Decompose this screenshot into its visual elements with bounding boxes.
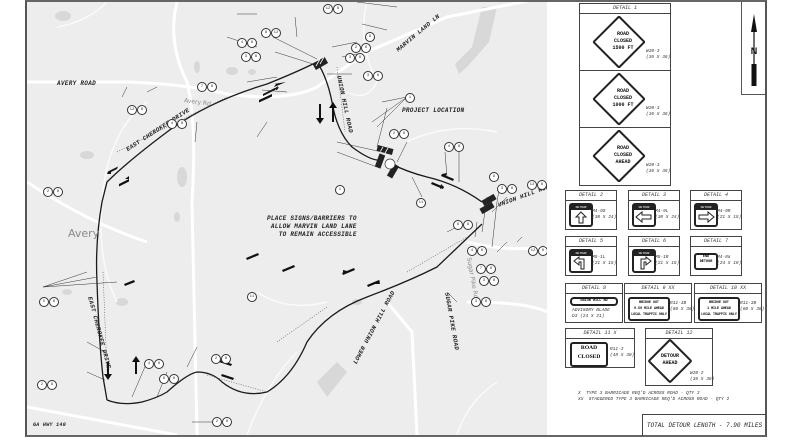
street-name-blade-sign: UNION HILL RD [570,297,618,306]
detail-3: DETAIL 3 DETOUR M4-9L(30 X 24) [628,190,680,230]
sign-tag: 1 [405,93,415,103]
sign-tag: 9 [365,32,375,42]
detour-left-arrow-sign: DETOUR [632,203,656,227]
detail-2: DETAIL 2 DETOUR M4-9S(30 X 24) [565,190,617,230]
barricade-notes: X TYPE 3 BARRICADE REQ'D ACROSS ROAD - Q… [578,391,730,402]
bridge-out-sign: BRIDGE OUT 0.50 MILE AHEAD LOCAL TRAFFIC… [628,297,670,321]
arrow-up-icon [574,211,588,224]
detour-turn-left-sign: DETOUR [569,249,593,273]
detail-12: DETAIL 12 DETOUR AHEAD W20-2(36 X 36) [645,328,714,386]
detail-4: DETAIL 4 DETOUR M4-9R(21 X 15) [690,190,742,230]
turn-left-arrow-icon [573,255,585,270]
detail-title: DETAIL 1 [580,4,670,14]
map-graphics [27,2,547,435]
turn-right-arrow-icon [640,255,652,270]
sign-tag: 11 [247,292,257,302]
sign-tag: 1 [335,185,345,195]
sheet-frame [25,0,767,437]
total-detour-length: TOTAL DETOUR LENGTH - 7.90 MILES [642,414,766,436]
bridge-out-sign: BRIDGE OUT 1 MILE AHEAD LOCAL TRAFFIC ON… [698,297,740,321]
north-arrow: N [741,2,766,95]
north-arrow-icon: N [751,14,758,86]
svg-text:N: N [751,46,758,56]
detail-5: DETAIL 5 DETOUR M5-1L(21 X 15) [565,236,617,276]
detour-right-arrow-sign: DETOUR [694,203,718,227]
sign-tag: 11 [416,198,426,208]
detail-10: DETAIL 10 XX BRIDGE OUT 1 MILE AHEAD LOC… [694,283,764,323]
detail-7: DETAIL 7 END DETOUR M4-8a(24 X 18) [690,236,742,276]
place-label-avery: Avery [68,227,100,240]
end-detour-sign: END DETOUR [694,253,718,270]
detail-11: DETAIL 11 X ROAD CLOSED R11-2(48 X 30) [565,328,635,368]
arrow-left-icon [635,210,652,224]
detail-9: DETAIL 9 XX BRIDGE OUT 0.50 MILE AHEAD L… [624,283,694,323]
road-closed-sign: ROAD CLOSED [570,342,608,367]
place-signs-callout: PLACE SIGNS/BARRIERS TO ALLOW MARVIN LAN… [267,215,357,238]
arrow-right-icon [698,210,715,224]
detour-map: AVERY ROAD EAST CHEROKEE DRIVE EAST CHER… [27,2,547,435]
detour-up-arrow-sign: DETOUR [569,203,593,227]
road-label-avery-road: AVERY ROAD [57,80,97,87]
detail-6: DETAIL 6 DETOUR M5-1R(21 X 15) [628,236,680,276]
sign-tag: 9 [489,172,499,182]
project-location-callout: PROJECT LOCATION [402,107,465,114]
road-label-ga-hwy-140: GA HWY 140 [33,422,67,428]
detour-turn-right-sign: DETOUR [632,249,656,273]
